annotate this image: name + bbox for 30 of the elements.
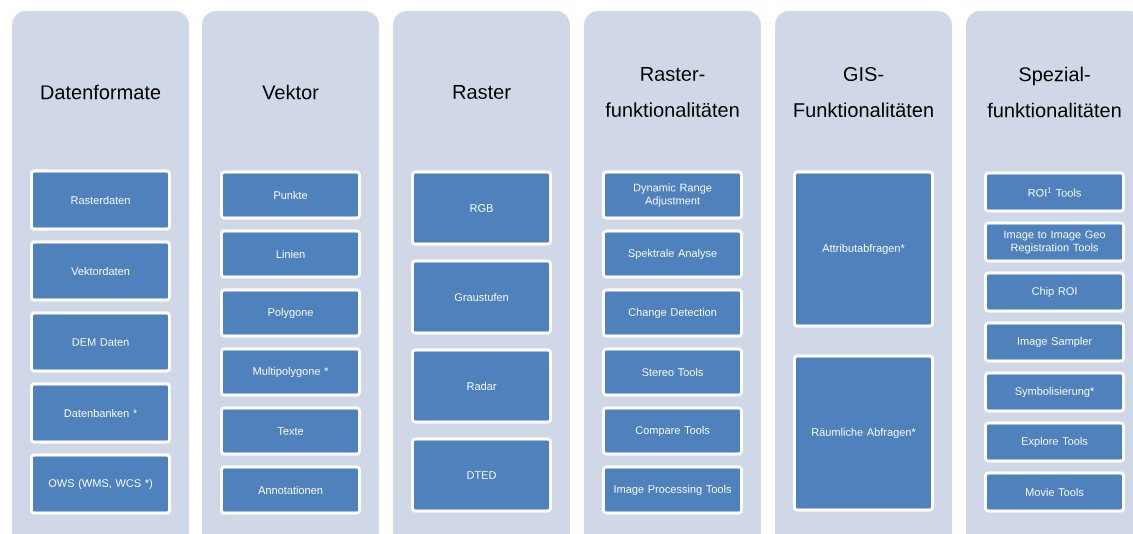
item-box: RGB: [411, 170, 552, 246]
item-box: Datenbanken *: [30, 382, 171, 444]
item-box: DEM Daten: [30, 311, 171, 373]
item-box: Räumliche Abfragen*: [793, 354, 934, 512]
item-box: Linien: [220, 229, 361, 279]
item-box: Texte: [220, 406, 361, 456]
item-box: Image to Image Geo Registration Tools: [984, 221, 1125, 263]
item-box: Movie Tools: [984, 471, 1125, 513]
item-box: OWS (WMS, WCS *): [30, 453, 171, 515]
item-box: Stereo Tools: [602, 347, 743, 397]
item-box: Spektrale Analyse: [602, 229, 743, 279]
item-box: Attributabfragen*: [793, 170, 934, 328]
item-box: Multipolygone *: [220, 347, 361, 397]
item-box: Change Detection: [602, 288, 743, 338]
item-box: ROI$^{1}$ Tools: [984, 171, 1125, 213]
item-box: DTED: [411, 437, 552, 513]
item-box: Vektordaten: [30, 240, 171, 302]
item-box: Annotationen: [220, 465, 361, 515]
item-box: Symbolisierung*: [984, 371, 1125, 413]
item-box: Explore Tools: [984, 421, 1125, 463]
item-box: Compare Tools: [602, 406, 743, 456]
item-box: Dynamic Range Adjustment: [602, 170, 743, 220]
item-box: Punkte: [220, 170, 361, 220]
item-box: Polygone: [220, 288, 361, 338]
item-box: Rasterdaten: [30, 169, 171, 231]
item-box: Image Processing Tools: [602, 465, 743, 515]
item-box: Chip ROI: [984, 271, 1125, 313]
item-box: Radar: [411, 348, 552, 424]
item-box: Image Sampler: [984, 321, 1125, 363]
item-box: Graustufen: [411, 259, 552, 335]
